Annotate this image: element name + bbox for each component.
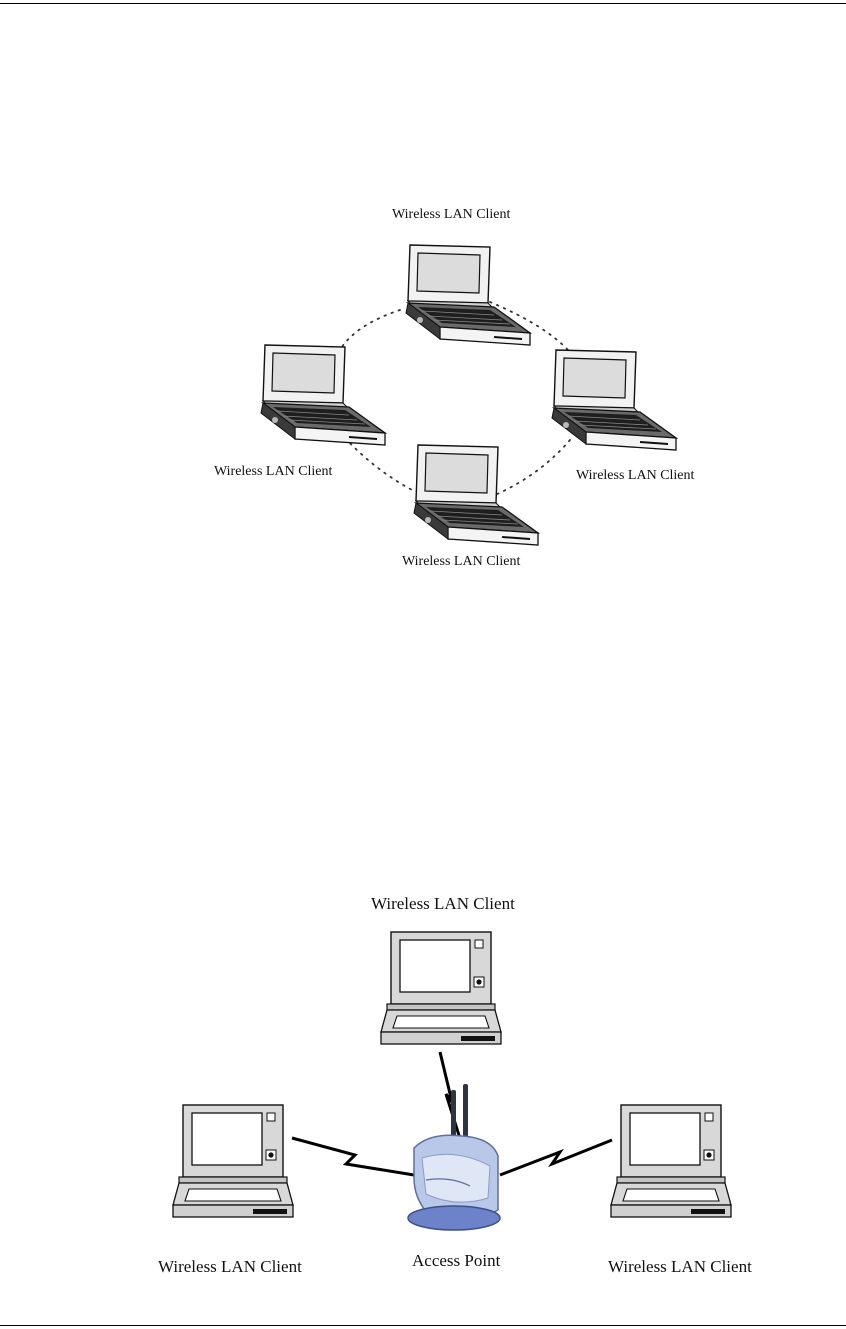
laptop-icon-left xyxy=(261,345,385,445)
link-left-ap xyxy=(292,1138,414,1175)
link-left-bottom xyxy=(345,438,412,490)
adhoc-network-svg xyxy=(0,190,846,590)
adhoc-client-label-left: Wireless LAN Client xyxy=(214,464,332,480)
adhoc-network-diagram: Wireless LAN Client Wireless LAN Client … xyxy=(0,190,846,590)
access-point-label: Access Point xyxy=(412,1251,500,1271)
infra-client-label-right: Wireless LAN Client xyxy=(608,1257,752,1277)
laptop-icon-right xyxy=(552,350,676,450)
infra-client-label-top: Wireless LAN Client xyxy=(371,894,515,914)
adhoc-client-label-right: Wireless LAN Client xyxy=(576,468,694,484)
laptop-icon-top xyxy=(406,245,530,345)
link-right-bottom xyxy=(495,440,570,495)
link-right-ap xyxy=(500,1140,612,1175)
header-rule xyxy=(0,3,846,4)
laptop-icon-bottom xyxy=(414,445,538,545)
link-top-left xyxy=(340,310,400,350)
laptop-icon-top xyxy=(381,932,501,1044)
adhoc-client-label-bottom: Wireless LAN Client xyxy=(402,554,520,570)
infrastructure-network-diagram: Wireless LAN Client Wireless LAN Client … xyxy=(0,880,846,1300)
infra-client-label-left: Wireless LAN Client xyxy=(158,1257,302,1277)
footer-rule xyxy=(0,1325,846,1326)
laptop-icon-left xyxy=(173,1105,293,1217)
laptop-icon-right xyxy=(611,1105,731,1217)
infrastructure-network-svg xyxy=(0,880,846,1300)
access-point-icon xyxy=(408,1084,500,1230)
adhoc-client-label-top: Wireless LAN Client xyxy=(392,207,510,223)
